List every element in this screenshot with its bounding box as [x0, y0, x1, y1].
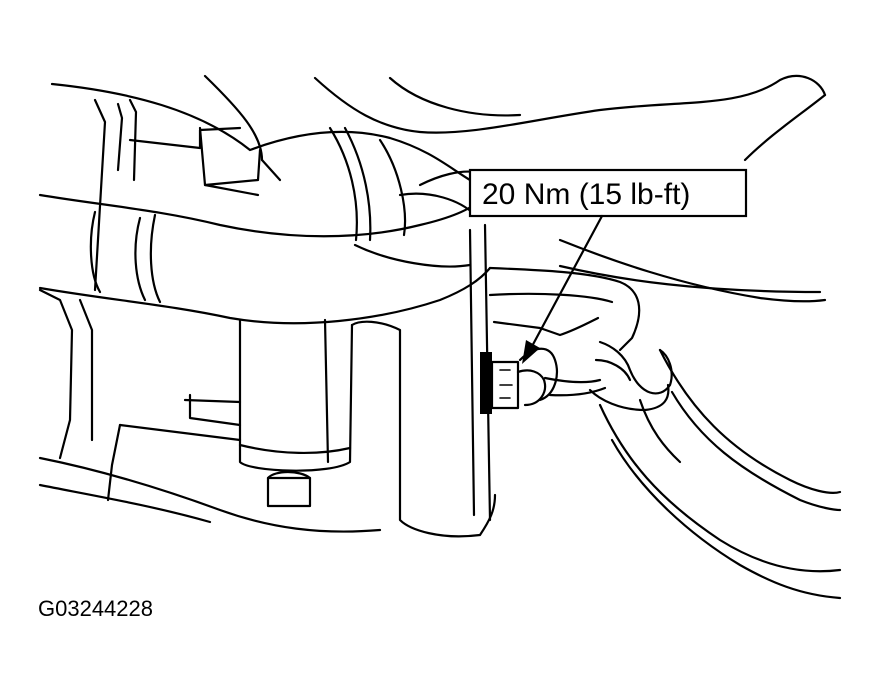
torque-callout: 20 Nm (15 lb-ft): [468, 168, 748, 364]
lower-bolt-head: [266, 476, 312, 508]
main-housing: [350, 223, 497, 538]
right-pipe: [488, 266, 842, 600]
leader-line: [528, 214, 604, 352]
flange-plate: [480, 352, 492, 414]
callout-box: [468, 168, 748, 218]
torque-label: 20 Nm (15 lb-ft): [482, 178, 690, 211]
lower-left-structure: [38, 288, 382, 533]
leader-arrowhead: [522, 340, 540, 364]
central-cylinder: [238, 318, 354, 508]
figure-id: G03244228: [38, 596, 153, 621]
flange-fitting: [480, 316, 607, 414]
upper-housing-contours: [50, 74, 827, 303]
left-bracket: [93, 98, 282, 292]
upper-hose: [38, 126, 492, 325]
fitting-bolt-head: [490, 360, 520, 410]
